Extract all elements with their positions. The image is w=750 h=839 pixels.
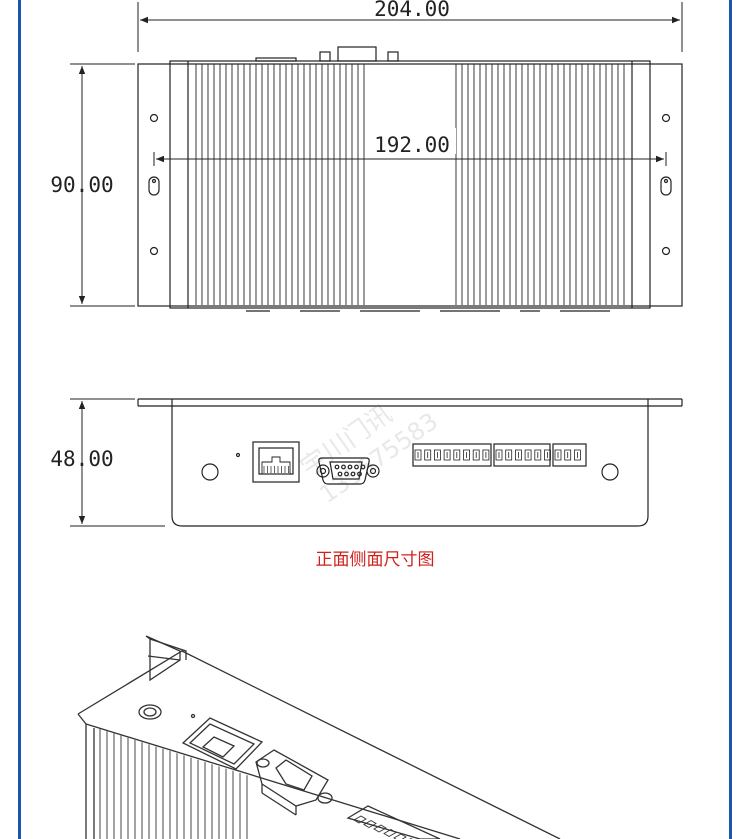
right-border	[729, 0, 732, 839]
front-left-hole	[201, 463, 219, 481]
db9-connector	[318, 457, 370, 485]
depth-label: 90.00	[50, 173, 113, 197]
terminal-block-1	[412, 443, 492, 467]
top-view	[70, 2, 683, 312]
top-body	[169, 60, 651, 309]
height-label: 48.00	[50, 447, 113, 471]
right-keyhole	[660, 176, 672, 196]
label-backdrop	[366, 128, 456, 154]
iso-rj45	[181, 717, 264, 770]
overall-width-label: 204.00	[374, 0, 450, 21]
front-view	[70, 398, 683, 527]
terminal-block-3	[552, 443, 587, 467]
top-db9-outline	[337, 46, 377, 62]
terminal-block-2	[493, 443, 551, 467]
figure-caption: 正面侧面尺寸图	[315, 550, 435, 570]
iso-db9	[255, 749, 329, 807]
rj45-port	[252, 441, 300, 483]
front-body	[171, 399, 649, 527]
top-face-edge	[77, 650, 561, 839]
mounting-spacing-label: 192.00	[374, 133, 450, 157]
left-border	[18, 0, 21, 839]
perspective-view	[77, 635, 561, 839]
front-right-hole	[601, 463, 619, 481]
left-keyhole	[148, 176, 160, 196]
top-flange	[137, 63, 683, 307]
